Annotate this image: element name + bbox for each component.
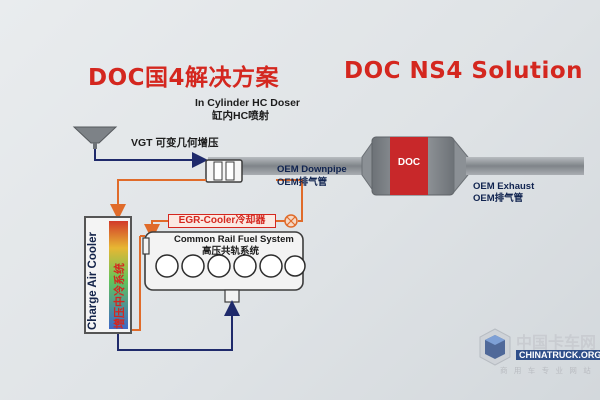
egr-cooler-box: EGR-Cooler冷却器 [168,214,276,228]
cooled-air-line [132,236,141,331]
doser-label-cn: 缸内HC喷射 [212,110,270,122]
common-rail-label-en: Common Rail Fuel System [174,234,294,245]
exhaust-label-en: OEM Exhaust [473,181,535,192]
title-english: DOC NS4 Solution [344,58,584,84]
exhaust-pipe [466,157,584,175]
watermark-text-cn: 中国卡车网 [516,333,597,352]
intake-line [94,149,208,168]
return-air-line [117,300,240,351]
cac-label-en: Charge Air Cooler [87,232,99,330]
charge-air-cooler-gradient [109,221,128,329]
downpipe [208,157,376,175]
downpipe-label-en: OEM Downpipe [277,164,347,175]
watermark-subtitle: 商 用 车 专 业 网 站 [500,366,593,375]
boost-air-line [110,179,206,220]
doc-core [390,137,428,195]
doser-label-en: In Cylinder HC Doser [195,97,301,109]
vgt-label: VGT 可变几何增压 [131,137,219,149]
cac-label-cn: 增压中冷系统 [114,263,126,329]
watermark-text-en: CHINATRUCK.ORG [516,350,600,360]
watermark-logo-icon [479,328,511,366]
downpipe-label-cn: OEM排气管 [277,177,328,188]
egr-return-line [144,220,168,240]
intake-funnel-icon [72,126,118,144]
vgt-turbo [205,159,243,183]
common-rail-label-cn: 高压共轨系统 [202,246,260,257]
egr-supply-line [276,179,303,222]
title-chinese: DOC国4解决方案 [88,65,280,91]
exhaust-label-cn: OEM排气管 [473,193,524,204]
egr-cooler-label: EGR-Cooler冷却器 [178,215,266,226]
doc-label: DOC [397,157,421,168]
engine-cylinders [155,254,306,278]
watermark: 中国卡车网 CHINATRUCK.ORG 商 用 车 专 业 网 站 [478,327,600,387]
